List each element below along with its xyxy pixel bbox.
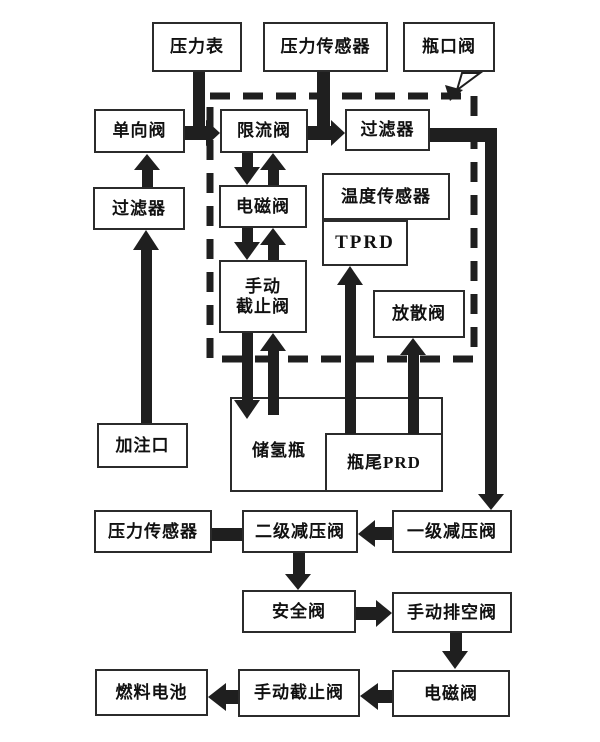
arrow-solenoid-to-manualshutoff-bottom-shaft — [378, 690, 392, 703]
arrow-flowlimit-to-solenoid-head — [234, 167, 260, 185]
arrow-primary-to-secondary-head — [358, 520, 375, 547]
arrow-safety-to-manualvent-shaft — [356, 607, 376, 620]
arrow-prd-to-ventvalve-head — [400, 338, 426, 355]
arrow-manualshutoff-to-fuelcell-head — [208, 683, 226, 711]
arrow-prd-to-tprd-shaft — [345, 284, 356, 434]
arrow-manualvent-to-solenoid-shaft — [450, 633, 462, 652]
pipe-pressure-sensor-top — [317, 72, 330, 132]
node-filling-port: 加注口 — [97, 423, 188, 468]
node-manual-vent-valve: 手动排空阀 — [392, 592, 512, 633]
node-pressure-gauge: 压力表 — [152, 22, 242, 72]
arrow-manualvent-to-solenoid-head — [442, 651, 468, 669]
arrow-bottle-to-manualshutoff-shaft — [268, 350, 279, 415]
node-safety-valve: 安全阀 — [242, 590, 356, 633]
arrow-flowlimit-to-solenoid-shaft — [242, 153, 253, 168]
bottle-mouth-valve-callout-head — [445, 85, 463, 101]
arrow-filterleft-to-checkvalve-shaft — [142, 169, 153, 187]
arrow-fillingport-to-filterleft-shaft — [141, 249, 152, 423]
node-temperature-sensor: 温度传感器 — [322, 173, 450, 220]
node-check-valve: 单向阀 — [94, 109, 185, 153]
arrow-safety-to-manualvent-head — [376, 600, 392, 627]
arrow-solenoid-to-manualshutoff-shaft — [242, 228, 253, 243]
node-fuel-cell: 燃料电池 — [95, 669, 208, 716]
arrow-solenoid-to-manualshutoff-head — [234, 242, 260, 260]
dashed-boundary-box — [206, 92, 478, 363]
arrow-filterleft-to-checkvalve-head — [134, 154, 160, 170]
arrow-solenoid-to-flowlimit-head — [260, 153, 286, 170]
node-manual-shutoff-valve-top: 手动 截止阀 — [219, 260, 307, 333]
node-tprd: TPRD — [322, 220, 408, 266]
arrow-secondary-to-safety-shaft — [293, 553, 305, 575]
connector-pressuresensor-secondaryvalve — [212, 528, 242, 541]
arrow-fillingport-to-filterleft-head — [133, 230, 159, 250]
node-flow-limit-valve: 限流阀 — [220, 109, 308, 153]
node-manual-shutoff-valve-bottom: 手动截止阀 — [238, 669, 360, 717]
pipe-filter-right-horizontal — [430, 128, 497, 142]
arrow-secondary-to-safety-head — [285, 574, 311, 590]
node-secondary-pressure-reducing-valve: 二级减压阀 — [242, 510, 358, 553]
arrow-flowlimit-to-filter-shaft — [308, 126, 331, 140]
arrow-checkvalve-to-flowlimit-shaft — [185, 126, 206, 140]
arrow-prd-to-tprd-head — [337, 266, 363, 285]
node-pressure-sensor-bottom: 压力传感器 — [94, 510, 212, 553]
node-solenoid-valve-top: 电磁阀 — [219, 185, 307, 228]
node-pressure-sensor-top: 压力传感器 — [263, 22, 388, 72]
node-solenoid-valve-bottom: 电磁阀 — [392, 670, 510, 717]
arrow-bottle-to-manualshutoff-head — [260, 333, 286, 351]
node-filter-top: 过滤器 — [345, 109, 430, 151]
arrow-flowlimit-to-filter-head — [331, 120, 345, 146]
node-bottle-tail-prd: 瓶尾PRD — [325, 433, 443, 492]
arrow-primary-to-secondary-shaft — [375, 527, 392, 540]
node-vent-valve: 放散阀 — [373, 290, 465, 338]
arrow-checkvalve-to-flowlimit-head — [206, 120, 220, 146]
arrow-into-primary-valve-head — [478, 494, 504, 510]
arrow-solenoid-to-flowlimit-shaft — [268, 169, 279, 185]
arrow-manualshutoff-to-solenoid-head — [260, 228, 286, 245]
arrow-prd-to-ventvalve-shaft — [408, 354, 419, 434]
node-primary-pressure-reducing-valve: 一级减压阀 — [392, 510, 512, 553]
bottle-mouth-valve-callout-tail — [455, 72, 484, 93]
arrow-manualshutoff-to-solenoid-shaft — [268, 244, 279, 260]
node-bottle-mouth-valve: 瓶口阀 — [403, 22, 495, 72]
arrow-manualshutoff-to-fuelcell-shaft — [226, 690, 238, 704]
node-filter-left: 过滤器 — [93, 187, 185, 230]
arrow-manualshutoff-to-bottle-shaft — [242, 333, 253, 401]
pipe-pressure-gauge — [193, 72, 205, 132]
arrow-manualshutoff-to-bottle-head — [234, 400, 260, 419]
arrow-solenoid-to-manualshutoff-bottom-head — [360, 683, 378, 710]
pipe-right-vertical — [485, 128, 497, 495]
